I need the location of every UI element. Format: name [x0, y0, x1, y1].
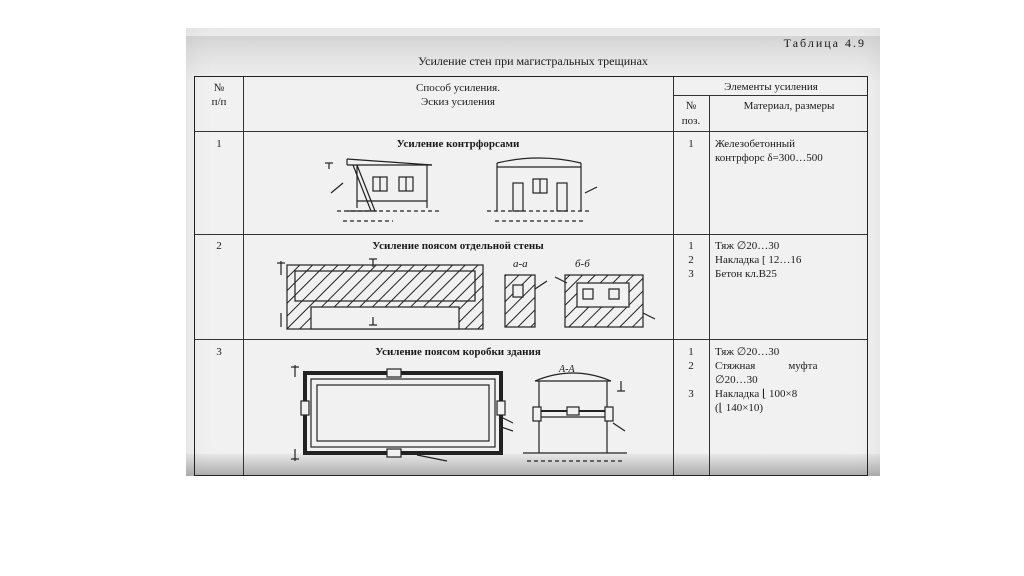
row-2-material-1: Тяж ∅20…30: [715, 240, 780, 252]
header-bottom-line: [195, 131, 867, 133]
row-3-caption: Усиление поясом коробки здания: [375, 346, 541, 358]
scan-bottom-shadow: [186, 454, 880, 476]
reinforcement-table: № п/п Способ усиления. Эскиз усиления Эл…: [194, 76, 868, 476]
row-3-pos-2: 2: [688, 360, 694, 372]
row-3-pos-3: 3: [688, 388, 694, 400]
header-method-line2: Эскиз усиления: [421, 96, 495, 108]
header-method-line1: Способ усиления.: [416, 82, 500, 94]
header-elements: Элементы усиления: [724, 81, 818, 93]
col-divider: [709, 95, 711, 475]
col-divider: [243, 77, 245, 475]
row-2-pos-2: 2: [688, 254, 694, 266]
row-3-pos-1: 1: [688, 346, 694, 358]
row-2-section-b: б-б: [575, 258, 590, 270]
row-1-material-1: Железобетонный: [715, 138, 796, 150]
row-3-num: 3: [216, 346, 222, 358]
scan-smudge: [186, 36, 880, 80]
header-pos-label: поз.: [681, 115, 701, 127]
row-3-section-label: А-А: [559, 364, 575, 375]
buttress-sketch: [307, 153, 637, 233]
row-2-pos-3: 3: [688, 268, 694, 280]
row-3-material-3: ∅20…30: [715, 374, 758, 386]
building-box-belt-sketch: [287, 361, 663, 469]
buttress-drawing: [325, 157, 598, 222]
row-2-material-3: Бетон кл.В25: [715, 268, 777, 280]
row-2-section-a: а-а: [513, 258, 528, 270]
header-pos-num: №: [685, 100, 697, 112]
row-3-material-1: Тяж ∅20…30: [715, 346, 780, 358]
row-1-material-2: контрфорс δ=300…500: [715, 152, 823, 164]
row-1-pos-1: 1: [688, 138, 694, 150]
row-divider: [195, 234, 867, 236]
wall-belt-sketch: [273, 253, 663, 335]
col-divider: [673, 77, 675, 475]
building-box-belt-drawing: [291, 365, 627, 462]
table-label: Таблица 4.9: [783, 36, 866, 50]
row-2-num: 2: [216, 240, 222, 252]
header-split-line: [673, 95, 867, 97]
header-num-pp: п/п: [211, 96, 227, 108]
header-num: №: [213, 82, 225, 94]
header-material: Материал, размеры: [743, 100, 835, 112]
row-1-caption: Усиление контрфорсами: [396, 138, 520, 150]
row-3-material-5: (⌊ 140×10): [715, 402, 764, 414]
row-3-material-2: Стяжная муфта: [715, 360, 818, 372]
scanned-table-page: Таблица 4.9 Усиление стен при магистраль…: [186, 28, 880, 476]
wall-belt-drawing: [277, 258, 656, 330]
table-title: Усиление стен при магистральных трещинах: [418, 54, 648, 68]
row-2-material-2: Накладка [ 12…16: [715, 254, 802, 266]
row-1-num: 1: [216, 138, 222, 150]
row-divider: [195, 339, 867, 341]
row-2-pos-1: 1: [688, 240, 694, 252]
row-3-material-4: Накладка ⌊ 100×8: [715, 388, 798, 400]
row-2-caption: Усиление поясом отдельной стены: [372, 240, 544, 252]
